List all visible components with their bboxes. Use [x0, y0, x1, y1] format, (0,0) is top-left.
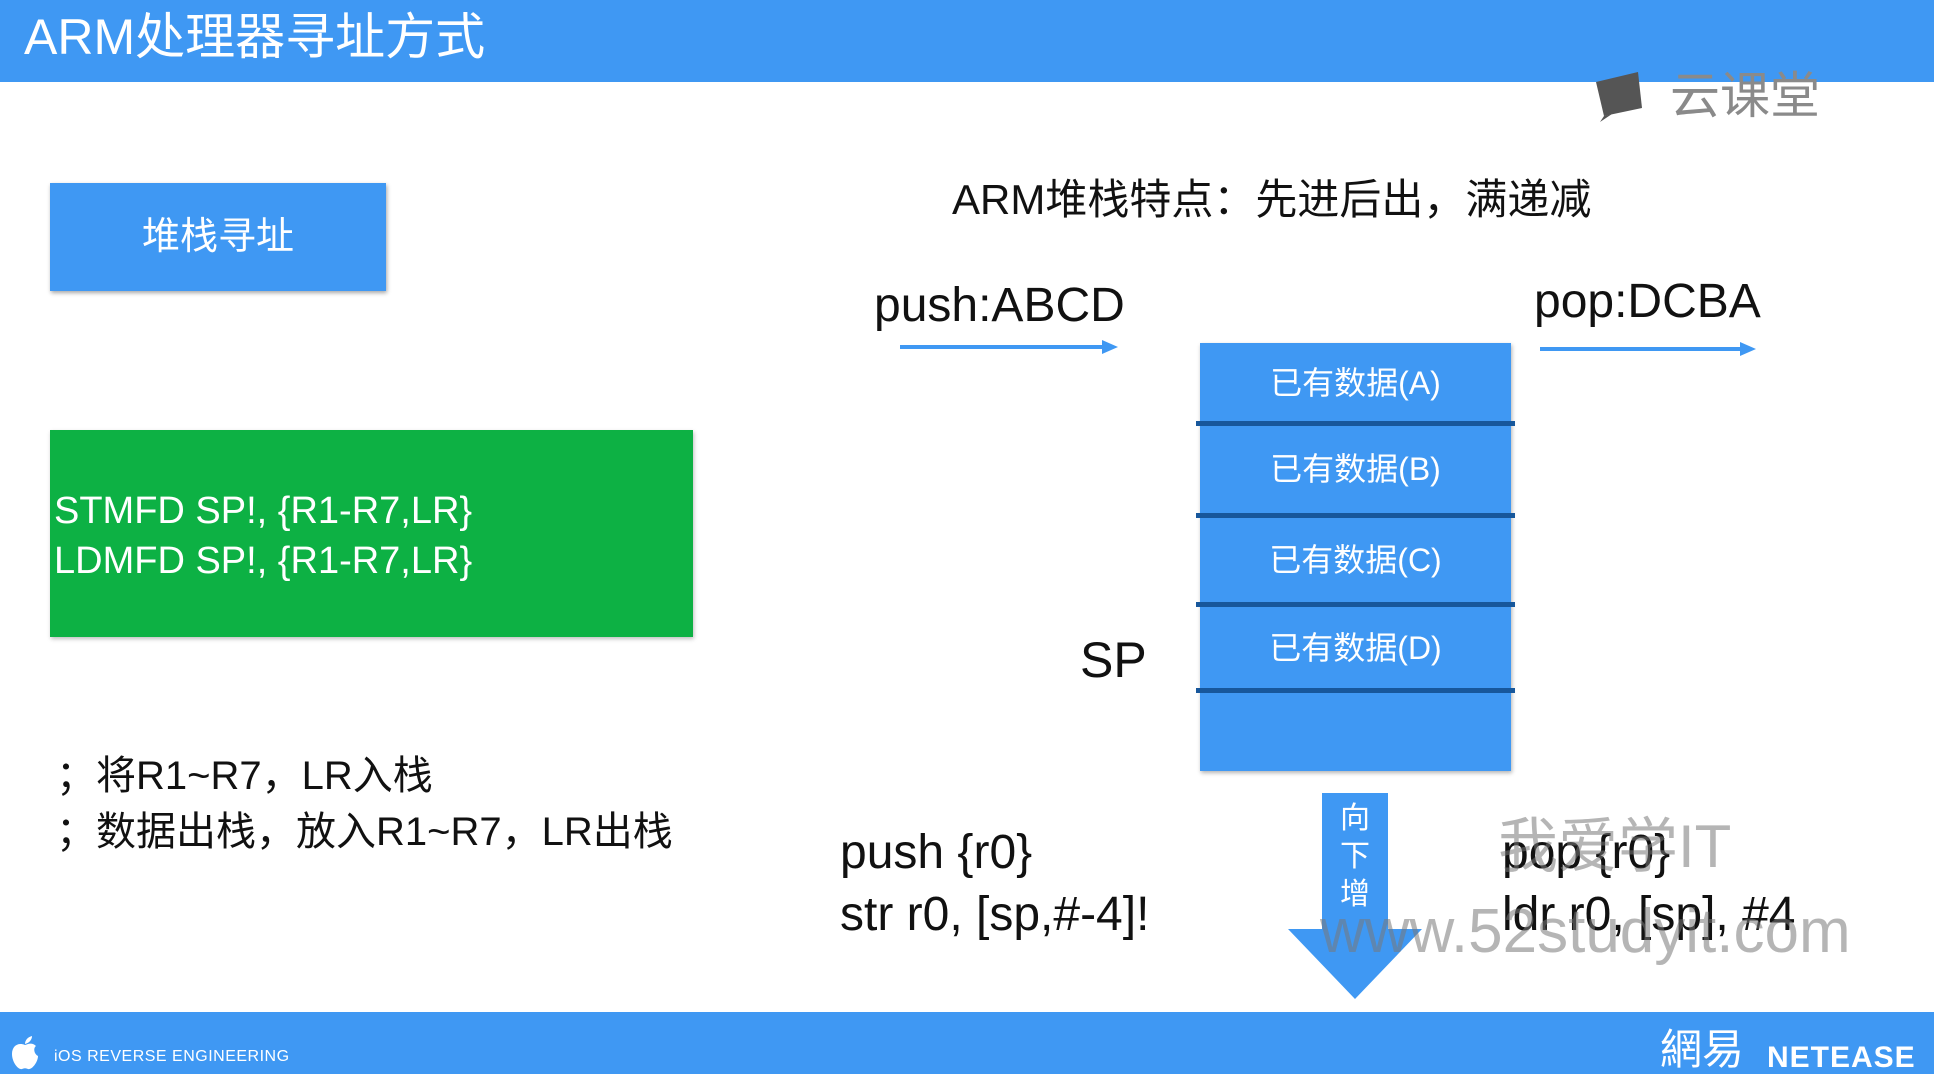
- pop-example-line: ldr r0, [sp], #4: [1502, 888, 1796, 941]
- pop-label: pop:DCBA: [1534, 275, 1761, 328]
- brand-logo: 云课堂: [1592, 66, 1822, 126]
- netease-logo-en: NETEASE: [1767, 1041, 1916, 1074]
- comment-push: ；将R1~R7，LR入栈: [56, 754, 433, 798]
- push-example-line: push {r0}: [840, 826, 1033, 879]
- stack-cell-b: 已有数据(B): [1270, 451, 1441, 487]
- pop-arrow-icon: [1540, 342, 1756, 356]
- direction-char: 增: [1340, 878, 1370, 911]
- page-title: ARM处理器寻址方式: [24, 9, 486, 65]
- stack-cell-c: 已有数据(C): [1269, 542, 1442, 578]
- code-line-ldmfd: LDMFD SP!, {R1-R7,LR}: [54, 540, 473, 582]
- stack-cell-d: 已有数据(D): [1269, 630, 1442, 666]
- footer-bar: iOS REVERSE ENGINEERING 網易 NETEASE: [0, 1012, 1934, 1074]
- footer-caption: iOS REVERSE ENGINEERING: [54, 1048, 290, 1065]
- direction-char: 向: [1340, 802, 1370, 835]
- code-line-stmfd: STMFD SP!, {R1-R7,LR}: [54, 490, 473, 532]
- header-bar: ARM处理器寻址方式: [0, 0, 1934, 82]
- stack-feature-title: ARM堆栈特点：先进后出，满递减: [952, 176, 1592, 223]
- watermark-url: www.52studyit.com: [1320, 897, 1851, 966]
- stack-divider: [1196, 688, 1515, 693]
- stack-pointer-label: SP: [1080, 632, 1147, 688]
- brand-name: 云课堂: [1670, 68, 1820, 124]
- pop-example: pop {r0} ldr r0, [sp], #4: [1502, 822, 1795, 946]
- push-example-line: str r0, [sp,#-4]!: [840, 888, 1150, 941]
- stack-divider: [1196, 421, 1515, 426]
- apple-icon: [12, 1036, 38, 1070]
- watermark-text: 我爱学IT: [1498, 813, 1732, 880]
- stack-addressing-label: 堆栈寻址: [50, 183, 386, 291]
- down-arrow-icon: [1288, 793, 1422, 999]
- netease-logo-cn: 網易: [1660, 1026, 1745, 1073]
- comment-pop: ；数据出栈，放入R1~R7，LR出栈: [56, 810, 673, 854]
- code-block: STMFD SP!, {R1-R7,LR} LDMFD SP!, {R1-R7,…: [50, 430, 693, 637]
- push-example: push {r0} str r0, [sp,#-4]!: [840, 822, 1149, 946]
- cloud-classroom-icon: [1596, 72, 1642, 122]
- code-comments: ；将R1~R7，LR入栈 ；数据出栈，放入R1~R7，LR出栈: [56, 748, 673, 860]
- stack-divider: [1196, 513, 1515, 518]
- stack-divider: [1196, 602, 1515, 607]
- stack-cell-empty: [1200, 693, 1511, 771]
- push-label: push:ABCD: [874, 279, 1125, 332]
- push-arrow-icon: [900, 340, 1118, 354]
- stack-cell-a: 已有数据(A): [1270, 365, 1441, 401]
- direction-char: 下: [1340, 840, 1370, 873]
- pop-example-line: pop {r0}: [1502, 826, 1671, 879]
- growth-direction-label: 向 下 增: [1325, 800, 1385, 914]
- stack-diagram: 已有数据(A) 已有数据(B) 已有数据(C) 已有数据(D): [1196, 343, 1515, 771]
